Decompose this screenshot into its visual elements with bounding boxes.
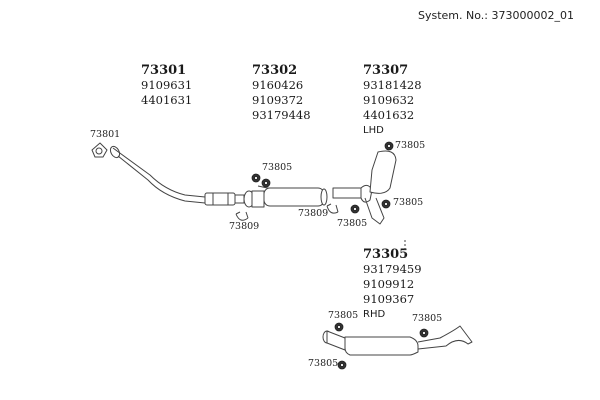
callout-73801[interactable]: 73801 [90, 129, 121, 140]
part-number[interactable]: 93181428 [363, 78, 422, 92]
rubber-mount-icon[interactable] [419, 328, 429, 338]
group-73307: 73307 93181428 9109632 4401632 LHD [363, 63, 422, 138]
rear-muffler-rhd[interactable] [322, 240, 473, 356]
part-number[interactable]: 9109631 [141, 78, 193, 92]
rubber-mount-icon[interactable] [384, 141, 394, 151]
callout-73805[interactable]: 73805 [393, 197, 424, 208]
middle-muffler[interactable] [243, 185, 328, 208]
group-73305: 73305 93179459 9109912 9109367 RHD [363, 247, 422, 322]
group-code[interactable]: 73301 [141, 63, 187, 78]
part-number[interactable]: 9109367 [363, 292, 415, 306]
rubber-mount-icon[interactable] [381, 199, 391, 209]
group-73301: 73301 9109631 4401631 [141, 63, 192, 108]
rubber-mount-icon[interactable] [350, 204, 360, 214]
group-code[interactable]: 73302 [252, 63, 298, 78]
part-number[interactable]: 9109912 [363, 277, 415, 291]
callout-73809[interactable]: 73809 [298, 208, 329, 219]
part-number[interactable]: 93179459 [363, 262, 422, 276]
part-number[interactable]: 4401631 [141, 93, 193, 107]
callout-73809[interactable]: 73809 [229, 221, 260, 232]
group-73302: 73302 9160426 9109372 93179448 [252, 63, 311, 123]
rubber-mount-icon[interactable] [261, 178, 271, 188]
callout-73805[interactable]: 73805 [308, 358, 339, 369]
rubber-mount-icon[interactable] [337, 360, 347, 370]
rubber-mount-icon[interactable] [334, 322, 344, 332]
variant-note: LHD [363, 125, 384, 136]
system-number: System. No.: 373000002_01 [418, 9, 574, 22]
clamp-icon[interactable] [326, 203, 339, 214]
variant-note: RHD [363, 309, 386, 320]
part-number[interactable]: 93179448 [252, 108, 311, 122]
part-number[interactable]: 9109632 [363, 93, 415, 107]
group-code[interactable]: 73307 [363, 63, 409, 78]
clamp-icon[interactable] [235, 211, 249, 221]
rear-muffler-lhd[interactable] [332, 150, 397, 225]
front-pipe[interactable] [109, 145, 245, 206]
callout-73805[interactable]: 73805 [395, 140, 426, 151]
callout-73805[interactable]: 73805 [412, 313, 443, 324]
callout-73805[interactable]: 73805 [337, 218, 368, 229]
front-gasket-icon[interactable] [91, 142, 108, 158]
part-number[interactable]: 9109372 [252, 93, 304, 107]
part-number[interactable]: 4401632 [363, 108, 415, 122]
rubber-mount-icon[interactable] [251, 173, 261, 183]
group-code[interactable]: 73305 [363, 247, 409, 262]
part-number[interactable]: 9160426 [252, 78, 304, 92]
callout-73805[interactable]: 73805 [262, 162, 293, 173]
callout-73805[interactable]: 73805 [328, 310, 359, 321]
